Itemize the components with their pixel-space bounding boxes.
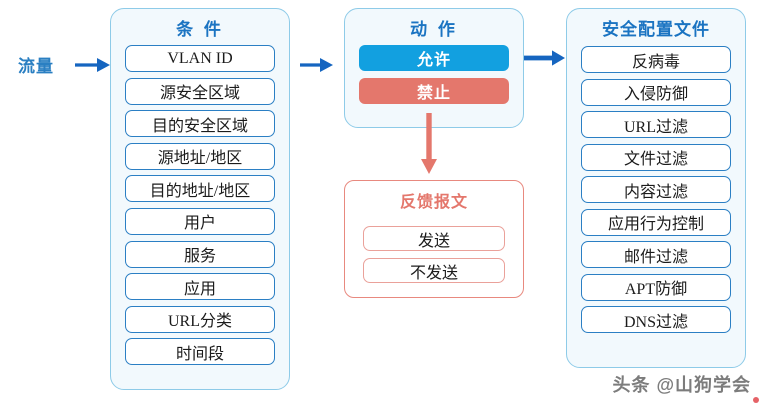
- action-to-security-profile-arrow: [524, 50, 565, 66]
- security-profile-panel: 安全配置文件 反病毒 入侵防御 URL过滤 文件过滤 内容过滤 应用行为控制 邮…: [566, 8, 746, 368]
- security-profile-item[interactable]: 入侵防御: [581, 78, 731, 106]
- security-profile-item[interactable]: APT防御: [581, 273, 731, 301]
- security-profile-panel-title: 安全配置文件: [602, 20, 710, 39]
- watermark-text: 头条 @山狗学会: [612, 375, 751, 395]
- feedback-item-list: 发送 不发送: [345, 226, 523, 283]
- condition-item[interactable]: 时间段: [125, 338, 275, 366]
- conditions-panel-title: 条 件: [176, 20, 224, 39]
- condition-item[interactable]: URL分类: [125, 305, 275, 333]
- security-profile-item-list: 反病毒 入侵防御 URL过滤 文件过滤 内容过滤 应用行为控制 邮件过滤 APT…: [567, 46, 745, 333]
- security-profile-item[interactable]: URL过滤: [581, 111, 731, 138]
- condition-item[interactable]: 服务: [125, 240, 275, 268]
- action-deny-button[interactable]: 禁止: [359, 78, 509, 104]
- conditions-to-action-arrow: [300, 58, 333, 72]
- action-to-feedback-arrow: [421, 113, 437, 174]
- traffic-to-conditions-arrow: [75, 58, 110, 72]
- watermark-dot-icon: [753, 397, 759, 403]
- action-allow-button[interactable]: 允许: [359, 45, 509, 71]
- action-panel-title: 动 作: [410, 20, 458, 39]
- security-profile-item[interactable]: 内容过滤: [581, 176, 731, 203]
- condition-item[interactable]: 用户: [125, 207, 275, 235]
- security-profile-item[interactable]: 邮件过滤: [581, 241, 731, 268]
- feedback-item[interactable]: 不发送: [363, 258, 505, 283]
- condition-item[interactable]: 应用: [125, 273, 275, 301]
- traffic-label: 流量: [18, 57, 54, 76]
- condition-item[interactable]: 源地址/地区: [125, 142, 275, 170]
- condition-item[interactable]: 目的地址/地区: [125, 175, 275, 203]
- security-profile-item[interactable]: 应用行为控制: [581, 208, 731, 236]
- feedback-item[interactable]: 发送: [363, 226, 505, 251]
- feedback-panel-title: 反馈报文: [399, 194, 468, 211]
- security-profile-item[interactable]: 反病毒: [581, 46, 731, 73]
- security-profile-item[interactable]: 文件过滤: [581, 143, 731, 171]
- condition-item[interactable]: 目的安全区域: [125, 110, 275, 138]
- action-item-list: 允许 禁止: [345, 45, 523, 104]
- conditions-item-list: VLAN ID 源安全区域 目的安全区域 源地址/地区 目的地址/地区 用户 服…: [111, 45, 289, 366]
- conditions-panel: 条 件 VLAN ID 源安全区域 目的安全区域 源地址/地区 目的地址/地区 …: [110, 8, 290, 390]
- condition-item[interactable]: 源安全区域: [125, 77, 275, 105]
- feedback-panel: 反馈报文 发送 不发送: [344, 180, 524, 298]
- action-panel: 动 作 允许 禁止: [344, 8, 524, 128]
- condition-item[interactable]: VLAN ID: [125, 45, 275, 72]
- security-profile-item[interactable]: DNS过滤: [581, 306, 731, 333]
